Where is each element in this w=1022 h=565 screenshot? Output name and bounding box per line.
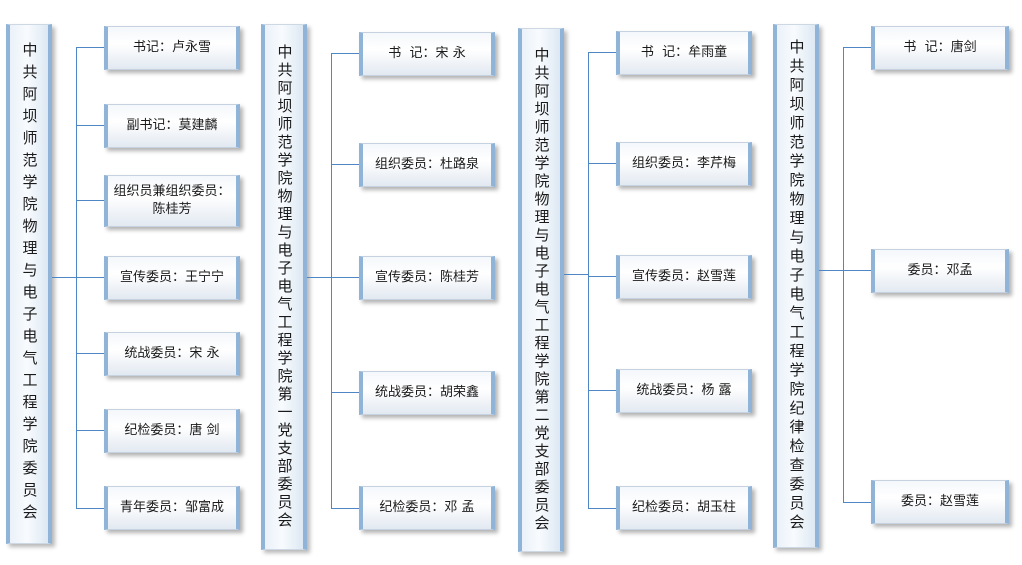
connector-line [307, 277, 331, 278]
committee-title: 中共阿坝师范学院物理与电子电气工程学院纪律检查委员会 [787, 39, 806, 533]
member-box: 宣传委员：王宁宁 [104, 256, 240, 300]
member-box: 书 记：唐剑 [871, 26, 1009, 70]
connector-line [588, 276, 616, 277]
member-label: 宣传委员：赵雪莲 [631, 269, 736, 284]
member-box: 委员：赵雪莲 [871, 480, 1009, 524]
member-label: 纪检委员：邓 孟 [379, 500, 475, 515]
member-box: 青年委员：邹富成 [104, 486, 240, 530]
committee-title: 中共阿坝师范学院物理与电子电气工程学院第二党支部委员会 [532, 47, 551, 533]
member-box: 书记：卢永雪 [104, 26, 240, 70]
committee-title-box: 中共阿坝师范学院物理与电子电气工程学院纪律检查委员会 [773, 24, 819, 548]
member-box: 统战委员：宋 永 [104, 332, 240, 376]
member-label: 委员：邓孟 [907, 263, 973, 278]
connector-line [843, 47, 871, 48]
connector-line [331, 277, 359, 278]
member-box: 委员：邓孟 [871, 249, 1009, 293]
committee-title-box: 中共阿坝师范学院物理与电子电气工程学院委员会 [6, 24, 52, 544]
committee-title-box: 中共阿坝师范学院物理与电子电气工程学院第二党支部委员会 [518, 28, 564, 552]
committee-title: 中共阿坝师范学院物理与电子电气工程学院委员会 [20, 42, 39, 526]
connector-line [843, 270, 871, 271]
connector-line [76, 508, 104, 509]
member-label: 统战委员：宋 永 [124, 346, 220, 361]
member-label: 书 记：宋 永 [388, 46, 466, 61]
org-chart-second-branch: 中共阿坝师范学院物理与电子电气工程学院第二党支部委员会 书 记：牟雨童 组织委员… [512, 0, 767, 565]
connector-line [843, 47, 844, 502]
committee-title: 中共阿坝师范学院物理与电子电气工程学院第一党支部委员会 [275, 44, 294, 530]
member-label: 统战委员：杨 露 [636, 383, 732, 398]
member-label: 宣传委员：陈桂芳 [374, 270, 479, 285]
member-box: 纪检委员：唐 剑 [104, 409, 240, 453]
member-label: 委员：赵雪莲 [900, 494, 979, 509]
org-chart-first-branch: 中共阿坝师范学院物理与电子电气工程学院第一党支部委员会 书 记：宋 永 组织委员… [255, 0, 510, 565]
connector-line [76, 47, 104, 48]
member-label: 青年委员：邹富成 [119, 500, 224, 515]
member-label: 纪检委员：胡玉柱 [631, 500, 736, 515]
connector-line [76, 430, 104, 431]
connector-line [76, 200, 104, 201]
member-label: 书 记：唐剑 [903, 40, 977, 55]
member-label: 书记：卢永雪 [132, 40, 211, 55]
connector-line [76, 353, 104, 354]
member-box: 组织员兼组织委员：陈桂芳 [104, 175, 240, 227]
member-label: 组织员兼组织委员：陈桂芳 [113, 184, 231, 217]
member-box: 书 记：牟雨童 [616, 31, 752, 75]
connector-line [588, 390, 616, 391]
member-box: 宣传委员：赵雪莲 [616, 255, 752, 299]
org-chart-discipline-committee: 中共阿坝师范学院物理与电子电气工程学院纪律检查委员会 书 记：唐剑 委员：邓孟 … [767, 0, 1022, 565]
member-box: 组织委员：杜路泉 [359, 143, 495, 187]
member-box: 纪检委员：胡玉柱 [616, 486, 752, 530]
connector-line [564, 274, 588, 275]
connector-line [76, 125, 104, 126]
member-box: 纪检委员：邓 孟 [359, 486, 495, 530]
connector-line [331, 53, 332, 508]
member-box: 副书记：莫建麟 [104, 104, 240, 148]
member-box: 统战委员：杨 露 [616, 369, 752, 413]
connector-line [331, 53, 359, 54]
connector-line [843, 502, 871, 503]
member-label: 纪检委员：唐 剑 [124, 423, 220, 438]
org-chart-college-committee: 中共阿坝师范学院物理与电子电气工程学院委员会 书记：卢永雪 副书记：莫建麟 组织… [0, 0, 255, 565]
committee-title-box: 中共阿坝师范学院物理与电子电气工程学院第一党支部委员会 [261, 24, 307, 550]
connector-line [588, 52, 589, 508]
connector-line [588, 52, 616, 53]
member-label: 组织委员：李芹梅 [631, 156, 736, 171]
member-box: 宣传委员：陈桂芳 [359, 256, 495, 300]
member-box: 统战委员：胡荣鑫 [359, 371, 495, 415]
member-label: 宣传委员：王宁宁 [119, 270, 224, 285]
connector-line [819, 270, 843, 271]
member-label: 书 记：牟雨童 [640, 45, 728, 60]
connector-line [331, 392, 359, 393]
connector-line [331, 508, 359, 509]
member-label: 统战委员：胡荣鑫 [374, 385, 479, 400]
member-label: 副书记：莫建麟 [126, 118, 218, 133]
connector-line [588, 163, 616, 164]
member-box: 书 记：宋 永 [359, 32, 495, 76]
connector-line [52, 277, 76, 278]
connector-line [588, 508, 616, 509]
member-box: 组织委员：李芹梅 [616, 142, 752, 186]
connector-line [331, 164, 359, 165]
connector-line [76, 277, 104, 278]
member-label: 组织委员：杜路泉 [374, 157, 479, 172]
